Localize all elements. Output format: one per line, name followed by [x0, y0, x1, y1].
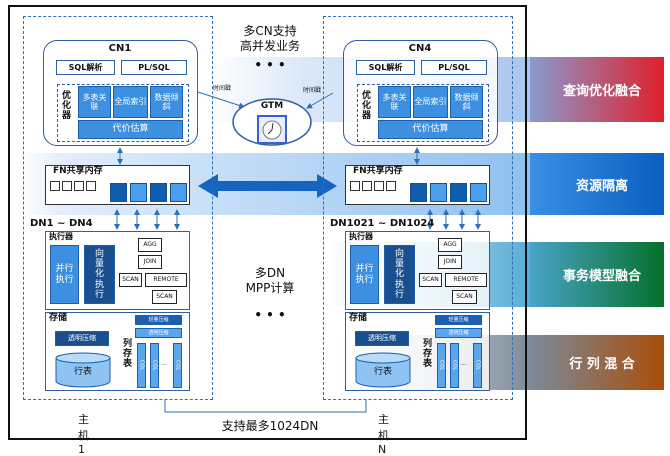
col-1: COL	[437, 343, 446, 388]
light-compress-box: 轻量压缩	[435, 315, 482, 325]
row-table-cylinder	[355, 352, 411, 388]
row-table-label: 行表	[73, 367, 92, 377]
host-link	[164, 400, 367, 413]
op-agg: AGG	[438, 238, 462, 252]
col-2: COL	[450, 343, 459, 388]
tag-row-column: 行 列 混 合	[530, 335, 664, 390]
memory-blocks	[110, 183, 187, 202]
host-label: 主机1	[78, 413, 89, 456]
storage-label: 存储	[349, 313, 368, 323]
row-table-label: 行表	[373, 367, 392, 377]
column-table-label: 列存表	[421, 338, 431, 368]
transparent-compress-box: 透明压缩	[355, 331, 409, 346]
light-compress-box: 轻量压缩	[135, 315, 182, 325]
col-1: COL	[137, 343, 146, 388]
multi-join-box: 多表关联	[378, 86, 411, 118]
op-scan: SCAN	[419, 273, 442, 287]
executor-label: 执行器	[349, 232, 373, 241]
dn-dots: • • •	[254, 308, 286, 322]
host-box	[23, 16, 213, 400]
col-2: COL	[150, 343, 159, 388]
col-n: COL	[173, 343, 182, 388]
global-index-box: 全局索引	[113, 86, 148, 118]
op-remote: REMOTE	[145, 273, 187, 287]
parallel-exec-box: 并行执行	[350, 245, 379, 304]
executor-label: 执行器	[49, 232, 73, 241]
timestamp-label-left: 时间戳	[213, 85, 232, 92]
tag-resource-isolation: 资源隔离	[530, 153, 664, 215]
dn-label: DN1021 ~ DN1024	[330, 218, 435, 229]
cn-fn-arrows	[117, 147, 420, 165]
data-skew-box: 数据倾斜	[450, 86, 483, 118]
optimizer-label: 优化器	[360, 90, 370, 120]
fn-dn-arrows	[114, 209, 481, 230]
gtm-label: GTM	[260, 101, 284, 111]
column-table-label: 列存表	[121, 338, 131, 368]
timestamp-link-left	[197, 91, 245, 109]
memory-blocks	[410, 183, 487, 202]
tag-query-optimization: 查询优化融合	[530, 57, 664, 122]
double-arrow	[198, 174, 337, 198]
op-remote: REMOTE	[445, 273, 487, 287]
col-transparent-compress-box: 透明压缩	[435, 328, 482, 338]
host-label: 主机N	[378, 413, 389, 456]
diagram-frame	[8, 5, 527, 440]
fn-memory-box: FN共享内存	[345, 165, 490, 205]
multi-join-box: 多表关联	[78, 86, 111, 118]
fn-memory-box: FN共享内存	[45, 165, 190, 205]
executor-box: 执行器 并行执行 向量化执行 AGG JOIN SCAN REMOTE SCAN	[345, 231, 490, 310]
bottom-note: 支持最多1024DN	[221, 419, 319, 433]
plsql-box: PL/SQL	[121, 60, 187, 75]
fn-memory-label: FN共享内存	[353, 166, 403, 176]
cn-note: 多CN支持高并发业务	[239, 24, 300, 53]
op-agg: AGG	[138, 238, 162, 252]
cost-box: 代价估算	[78, 120, 183, 139]
timestamp-label-right: 时间戳	[303, 87, 322, 94]
col-transparent-compress-box: 透明压缩	[135, 328, 182, 338]
plsql-box: PL/SQL	[421, 60, 487, 75]
tag-transaction-model: 事务模型融合	[530, 242, 664, 307]
storage-box: 存储 透明压缩 行表 列存表 轻量压缩 透明压缩 COL COL ... COL	[345, 312, 490, 391]
vector-exec-box: 向量化执行	[84, 245, 115, 304]
parallel-exec-box: 并行执行	[50, 245, 79, 304]
executor-box: 执行器 并行执行 向量化执行 AGG JOIN SCAN REMOTE SCAN	[45, 231, 190, 310]
free-slots	[350, 181, 396, 191]
transparent-compress-box: 透明压缩	[55, 331, 109, 346]
col-ellipsis: ...	[161, 360, 167, 367]
cn-dots: • • •	[254, 58, 286, 72]
cn-title: CN4	[408, 43, 432, 54]
connectors	[114, 91, 481, 413]
cost-box: 代价估算	[378, 120, 483, 139]
op-scan-2: SCAN	[152, 290, 177, 304]
op-join: JOIN	[438, 255, 462, 269]
fn-memory-label: FN共享内存	[53, 166, 103, 176]
cn-title: CN1	[108, 43, 132, 54]
col-ellipsis: ...	[461, 360, 467, 367]
sql-parse-box: SQL解析	[356, 60, 415, 75]
storage-label: 存储	[49, 313, 68, 323]
free-slots	[50, 181, 96, 191]
optimizer-label: 优化器	[60, 90, 70, 120]
vector-exec-box: 向量化执行	[384, 245, 415, 304]
storage-box: 存储 透明压缩 行表 列存表 轻量压缩 透明压缩 COL COL ... COL	[45, 312, 190, 391]
op-scan-2: SCAN	[452, 290, 477, 304]
timestamp-link-right	[306, 92, 334, 109]
data-skew-box: 数据倾斜	[150, 86, 183, 118]
op-scan: SCAN	[119, 273, 142, 287]
col-n: COL	[473, 343, 482, 388]
row-table-cylinder	[55, 352, 111, 388]
host-box	[323, 16, 513, 400]
dn-label: DN1 ~ DN4	[30, 218, 93, 229]
op-join: JOIN	[138, 255, 162, 269]
global-index-box: 全局索引	[413, 86, 448, 118]
sql-parse-box: SQL解析	[56, 60, 115, 75]
